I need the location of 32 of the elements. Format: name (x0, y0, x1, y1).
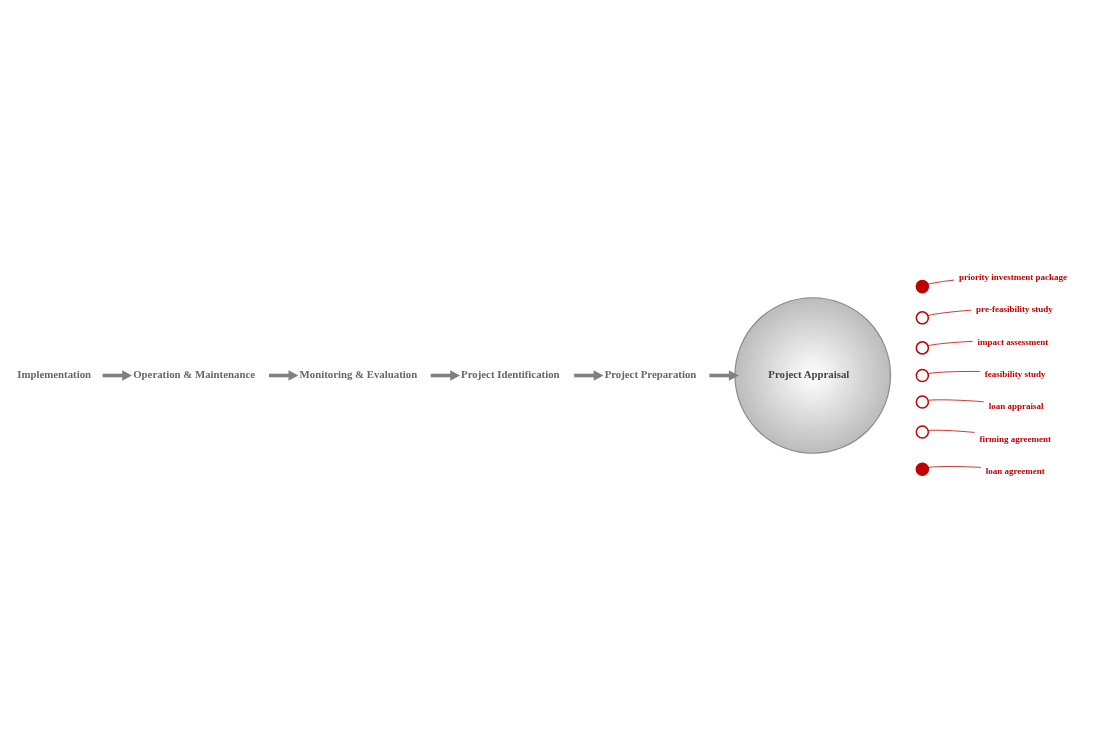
node-text: Implementation (17, 367, 92, 380)
node-circle (915, 368, 930, 383)
node-text: loan agreement (985, 466, 1045, 477)
node-text: impact assessment (977, 336, 1049, 347)
connector (927, 309, 972, 316)
connector (927, 340, 974, 347)
node-text: pre-feasibility study (976, 304, 1053, 315)
connector (927, 429, 975, 433)
node-text: Operation & Maintenance (133, 367, 255, 380)
node-circle (915, 311, 930, 325)
node-circle (915, 395, 930, 409)
connector (927, 279, 955, 285)
node-text: priority investment package (958, 271, 1067, 282)
node-text: firming agreement (979, 433, 1051, 444)
node-circle (915, 341, 930, 355)
connector (927, 371, 981, 374)
connector (927, 466, 982, 468)
node-circle (915, 425, 930, 439)
node-text: Project Identification (461, 367, 560, 380)
arrow (709, 370, 739, 381)
arrow (102, 370, 133, 381)
node-text: Monitoring & Evaluation (299, 367, 418, 380)
arrow (269, 370, 299, 381)
node-circle (915, 462, 930, 476)
node-circle: Project Appraisal (734, 297, 892, 454)
connector (927, 399, 985, 403)
arrow (574, 370, 604, 381)
node-text: loan appraisal (988, 401, 1044, 412)
node-text: Project Preparation (604, 367, 697, 380)
arrow (430, 370, 461, 381)
node-text: feasibility study (984, 369, 1046, 379)
node-circle (915, 279, 930, 294)
